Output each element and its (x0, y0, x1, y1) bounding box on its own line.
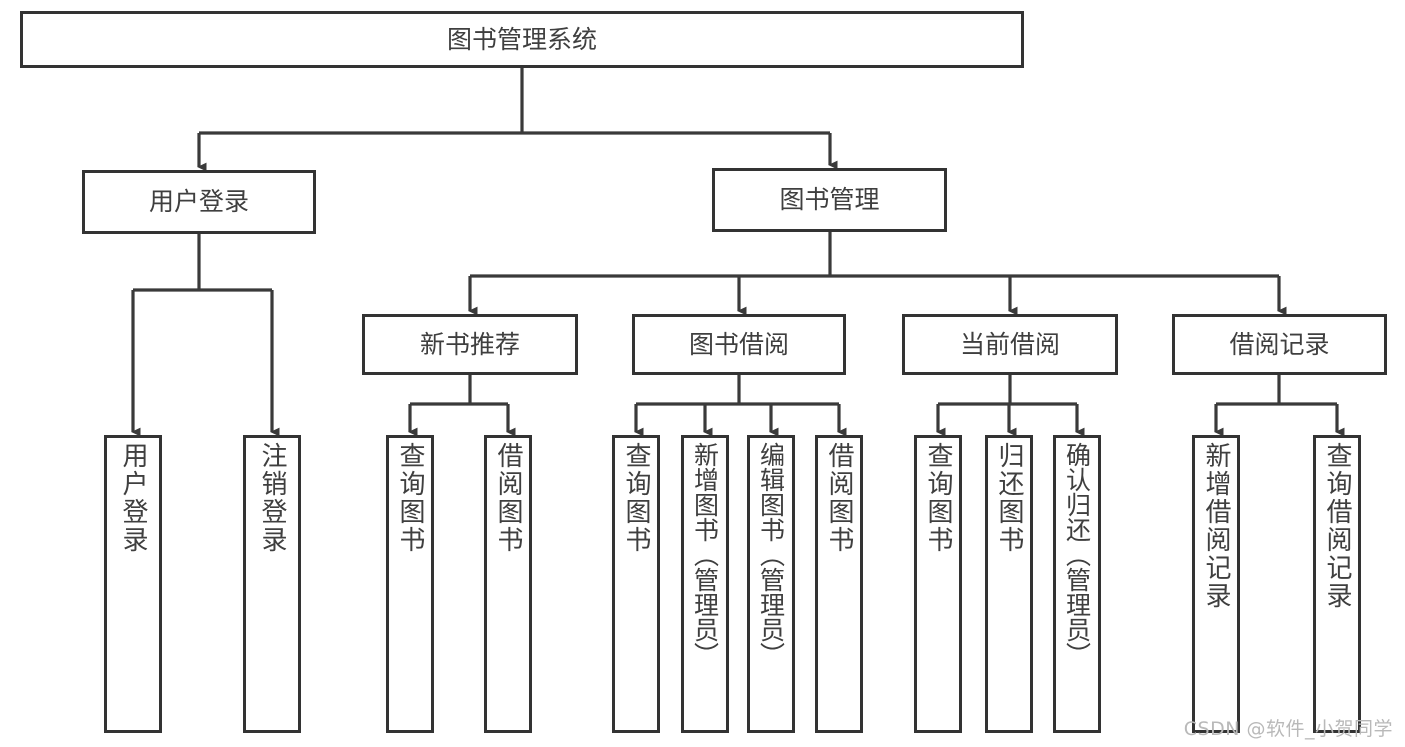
node-leaf-query-book-2[interactable]: 查询图书 (612, 435, 660, 733)
node-leaf-confirm-return[interactable]: 确认归还（管理员） (1053, 435, 1101, 733)
node-root[interactable]: 图书管理系统 (20, 11, 1024, 68)
watermark-text: CSDN @软件_小贺同学 (1183, 718, 1393, 740)
node-new-book-recommend[interactable]: 新书推荐 (362, 314, 578, 375)
node-label: 用户登录 (148, 187, 249, 217)
node-label: 注销登录 (257, 442, 287, 554)
node-label: 借阅图书 (493, 442, 523, 554)
node-label: 编辑图书（管理员） (756, 442, 786, 667)
node-label: 查询图书 (395, 442, 425, 554)
node-label: 新增借阅记录 (1201, 442, 1231, 610)
node-label: 图书管理系统 (446, 24, 597, 54)
node-leaf-return-book[interactable]: 归还图书 (985, 435, 1033, 733)
node-label: 查询借阅记录 (1322, 442, 1352, 610)
node-leaf-borrow-book-2[interactable]: 借阅图书 (815, 435, 863, 733)
node-book-manage[interactable]: 图书管理 (712, 168, 947, 232)
node-user-login[interactable]: 用户登录 (82, 170, 316, 234)
node-label: 确认归还（管理员） (1062, 442, 1092, 667)
node-leaf-query-book-3[interactable]: 查询图书 (914, 435, 962, 733)
node-label: 归还图书 (994, 442, 1024, 554)
node-leaf-user-login[interactable]: 用户登录 (104, 435, 162, 733)
node-label: 查询图书 (621, 442, 651, 554)
node-label: 查询图书 (923, 442, 953, 554)
node-book-borrow[interactable]: 图书借阅 (632, 314, 846, 375)
node-leaf-add-record[interactable]: 新增借阅记录 (1192, 435, 1240, 733)
node-label: 借阅图书 (824, 442, 854, 554)
node-label: 用户登录 (118, 442, 148, 554)
node-label: 图书管理 (779, 185, 880, 215)
node-leaf-query-book-1[interactable]: 查询图书 (386, 435, 434, 733)
node-current-borrow[interactable]: 当前借阅 (902, 314, 1118, 375)
node-borrow-record[interactable]: 借阅记录 (1172, 314, 1387, 375)
node-leaf-edit-book[interactable]: 编辑图书（管理员） (747, 435, 795, 733)
node-leaf-user-logout[interactable]: 注销登录 (243, 435, 301, 733)
node-label: 当前借阅 (959, 329, 1060, 359)
node-label: 新书推荐 (419, 329, 520, 359)
node-label: 借阅记录 (1229, 329, 1330, 359)
node-leaf-add-book[interactable]: 新增图书（管理员） (681, 435, 729, 733)
node-leaf-borrow-book-1[interactable]: 借阅图书 (484, 435, 532, 733)
node-label: 新增图书（管理员） (690, 442, 720, 667)
node-leaf-query-record[interactable]: 查询借阅记录 (1313, 435, 1361, 733)
node-label: 图书借阅 (688, 329, 789, 359)
